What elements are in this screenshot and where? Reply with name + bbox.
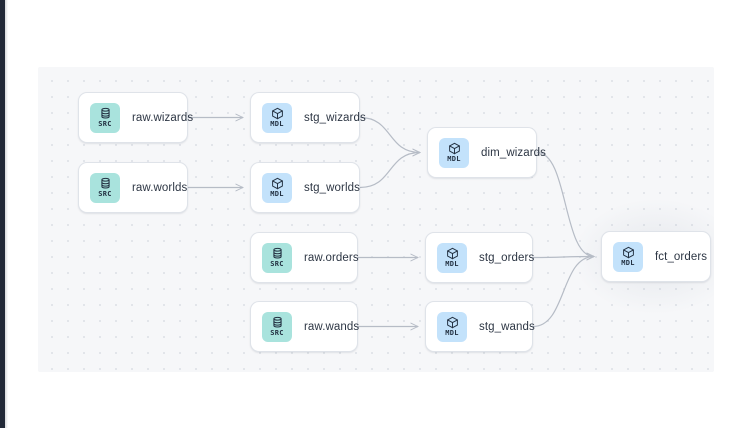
node-kind-label: SRC [270, 260, 284, 268]
edge-paths [187, 116, 594, 328]
database-icon: SRC [90, 172, 120, 203]
graph-node-dim_wizards[interactable]: MDL dim_wizards [427, 127, 546, 178]
database-icon: SRC [90, 102, 120, 133]
node-label: raw.wands [304, 320, 360, 333]
edge-layer [187, 67, 714, 372]
cube-icon: MDL [262, 102, 292, 133]
node-kind-label: MDL [270, 120, 284, 128]
graph-node-fct_orders[interactable]: MDL fct_orders [601, 231, 711, 282]
cube-icon: MDL [262, 172, 292, 203]
node-label: stg_wands [479, 320, 535, 333]
node-label: raw.worlds [132, 181, 188, 194]
edge-stg_wands-to-fct_orders[interactable] [532, 257, 594, 328]
graph-node-stg_orders[interactable]: MDL stg_orders [425, 232, 535, 283]
node-label: raw.orders [304, 251, 359, 264]
graph-node-raw_wands[interactable]: SRC raw.wands [250, 301, 360, 352]
node-label: raw.wizards [132, 111, 194, 124]
edge-dim_wizards-to-fct_orders[interactable] [536, 151, 594, 257]
graph-node-raw_orders[interactable]: SRC raw.orders [250, 232, 359, 283]
node-label: stg_worlds [304, 181, 360, 194]
node-label: stg_wizards [304, 111, 366, 124]
node-kind-label: MDL [445, 329, 459, 337]
node-label: fct_orders [655, 250, 708, 263]
graph-node-stg_wands[interactable]: MDL stg_wands [425, 301, 535, 352]
node-kind-label: SRC [98, 190, 112, 198]
cube-icon: MDL [437, 311, 467, 342]
node-label: dim_wizards [481, 146, 547, 159]
node-kind-label: MDL [270, 190, 284, 198]
cube-icon: MDL [439, 137, 469, 168]
cube-icon: MDL [437, 242, 467, 273]
node-kind-label: SRC [98, 120, 112, 128]
graph-node-stg_worlds[interactable]: MDL stg_worlds [250, 162, 360, 213]
node-kind-label: MDL [445, 260, 459, 268]
graph-node-raw_wizards[interactable]: SRC raw.wizards [78, 92, 193, 143]
edge-stg_orders-to-fct_orders[interactable] [532, 257, 594, 258]
cube-icon: MDL [613, 241, 643, 272]
graph-node-stg_wizards[interactable]: MDL stg_wizards [250, 92, 366, 143]
node-kind-label: MDL [447, 155, 461, 163]
node-kind-label: MDL [621, 259, 635, 267]
edge-stg_worlds-to-dim_wizards[interactable] [359, 153, 420, 189]
database-icon: SRC [262, 311, 292, 342]
edge-stg_wizards-to-dim_wizards[interactable] [359, 116, 420, 153]
node-label: stg_orders [479, 251, 535, 264]
database-icon: SRC [262, 242, 292, 273]
left-edge-rail-shadow [5, 0, 8, 428]
node-kind-label: SRC [270, 329, 284, 337]
left-edge-rail [0, 0, 5, 428]
graph-node-raw_worlds[interactable]: SRC raw.worlds [78, 162, 188, 213]
